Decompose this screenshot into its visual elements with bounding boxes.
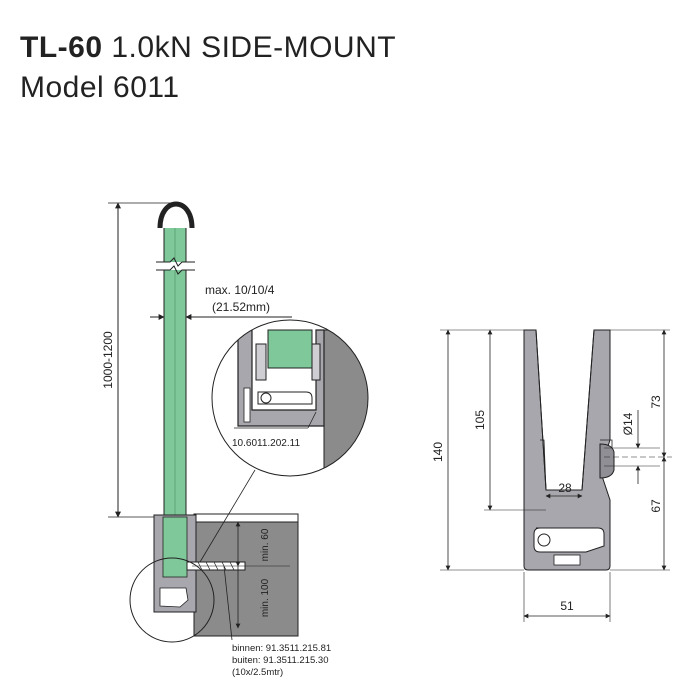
model-code: TL-60 (20, 31, 103, 64)
anchor-pack-label: (10x/2.5mtr) (232, 667, 283, 678)
dim-d14-label: Ø14 (621, 412, 635, 435)
floor-slab (193, 517, 299, 637)
dim-67-label: 67 (649, 499, 663, 513)
right-section: 140 105 28 51 Ø14 73 67 (431, 329, 672, 622)
left-elevation: 1000-1200 max. 10/10/4 (21.52mm) min (101, 201, 331, 678)
min-100-label: min. 100 (260, 578, 271, 617)
dim-140-label: 140 (431, 442, 445, 462)
top-handrail (157, 201, 195, 229)
anchor-hole (599, 443, 615, 479)
glass-max-mm-label: (21.52mm) (212, 300, 270, 314)
model-line: Model 6011 (20, 71, 180, 104)
title-block: TL-60 1.0kN SIDE-MOUNT Model 6011 (20, 28, 396, 108)
detail-circle-outline (211, 319, 369, 477)
height-range-label: 1000-1200 (101, 331, 115, 389)
min-60-label: min. 60 (260, 528, 271, 561)
detail-callout-circle (129, 557, 215, 643)
anchor-inner-label: binnen: 91.3511.215.81 (232, 643, 331, 654)
anchor-outer-label: buiten: 91.3511.215.30 (232, 655, 329, 666)
dim-105-label: 105 (473, 410, 487, 430)
part-number-label: 10.6011.202.11 (232, 438, 300, 449)
title-description: 1.0kN SIDE-MOUNT (111, 31, 397, 64)
break-line (155, 257, 195, 275)
floor-finish (193, 513, 299, 523)
dim-73-label: 73 (649, 395, 663, 409)
detail-view: 10.6011.202.11 (211, 319, 369, 477)
dim-51-label: 51 (560, 599, 574, 613)
title-line-1: TL-60 1.0kN SIDE-MOUNT (20, 28, 396, 68)
profile-hollow (533, 527, 605, 553)
glass-max-label: max. 10/10/4 (205, 283, 275, 297)
dim-28-label: 28 (558, 481, 572, 495)
